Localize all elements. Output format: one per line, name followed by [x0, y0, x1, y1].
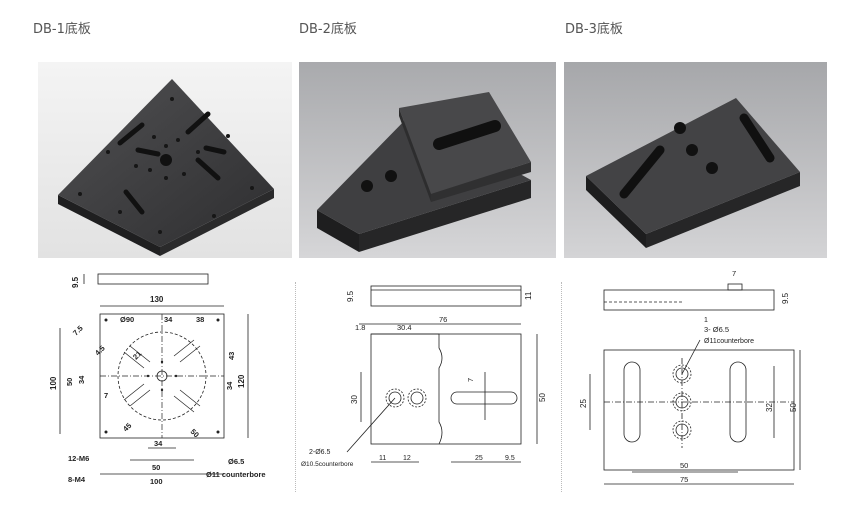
product-title-db2: DB-2底板 [299, 22, 357, 37]
dim-43: 43 [227, 352, 236, 360]
note-counterbore: Ø11counterbore [704, 338, 754, 345]
note-d6-5: Ø6.5 [228, 457, 244, 466]
technical-drawing-db1: 9.5 130 Ø90 34 38 7.5 4.5 21 43 100 [38, 262, 292, 498]
dim-7-5: 7.5 [71, 324, 85, 338]
dim-120: 120 [237, 374, 246, 388]
dim-50-right: 50 [789, 403, 798, 412]
dim-34-bottom: 34 [154, 439, 163, 448]
dim-12: 12 [403, 455, 411, 462]
note-holes: 3- Ø6.5 [704, 325, 729, 334]
dim-50-bottom: 50 [680, 461, 688, 470]
dim-thickness: 9.5 [781, 292, 790, 304]
dim-7: 7 [732, 269, 736, 278]
technical-drawing-db3: 7 9.5 1 3- Ø6.5 Ø11counterbore 25 32 50 … [564, 262, 827, 498]
note-holes: 2-Ø6.5 [309, 449, 331, 456]
dim-50-left: 50 [65, 378, 74, 386]
column-divider [295, 282, 296, 492]
dim-21: 21 [131, 349, 143, 361]
dim-45b: 45 [121, 421, 133, 433]
dim-thickness: 9.5 [71, 276, 80, 288]
product-photo-db3[interactable] [564, 62, 827, 258]
dim-25: 25 [475, 455, 483, 462]
dim-34-left: 34 [77, 375, 86, 384]
dim-32: 32 [765, 403, 774, 412]
dim-50-bottom: 50 [152, 463, 160, 472]
dim-34: 34 [164, 315, 173, 324]
dim-height: 11 [524, 291, 533, 300]
dim-25: 25 [579, 399, 588, 408]
dim-34-right: 34 [225, 381, 234, 390]
dim-100-bottom: 100 [150, 477, 163, 486]
dim-11: 11 [379, 455, 386, 462]
product-photo-db1[interactable] [38, 62, 292, 258]
product-title-db3: DB-3底板 [565, 22, 623, 37]
note-counterbore: Ø10.5counterbore [301, 461, 354, 468]
dim-1: 1 [704, 317, 708, 324]
note-12-m6: 12-M6 [68, 454, 89, 463]
dim-50-angle: 50 [189, 427, 201, 439]
dim-4-5: 4.5 [93, 344, 107, 358]
dim-9-5: 9.5 [505, 455, 515, 462]
dim-38: 38 [196, 315, 204, 324]
dim-d90: Ø90 [120, 315, 134, 324]
dim-1-8: 1.8 [355, 323, 365, 332]
dim-7: 7 [466, 378, 475, 382]
dim-7: 7 [104, 391, 108, 400]
dim-50: 50 [538, 393, 547, 402]
dim-76: 76 [439, 315, 447, 324]
product-photo-db2[interactable] [299, 62, 556, 258]
note-counterbore: Ø11 counterbore [206, 470, 266, 479]
dim-130: 130 [150, 295, 164, 304]
dim-100-left: 100 [49, 376, 58, 390]
note-8-m4: 8-M4 [68, 475, 86, 484]
dim-75: 75 [680, 475, 688, 484]
dim-thickness: 9.5 [346, 290, 355, 302]
dim-30-4: 30.4 [397, 323, 412, 332]
dim-30: 30 [350, 395, 359, 404]
column-divider [561, 282, 562, 492]
product-title-db1: DB-1底板 [33, 22, 91, 37]
technical-drawing-db2: 9.5 11 1.8 30.4 76 30 50 7 11 12 25 9.5 … [299, 262, 556, 498]
